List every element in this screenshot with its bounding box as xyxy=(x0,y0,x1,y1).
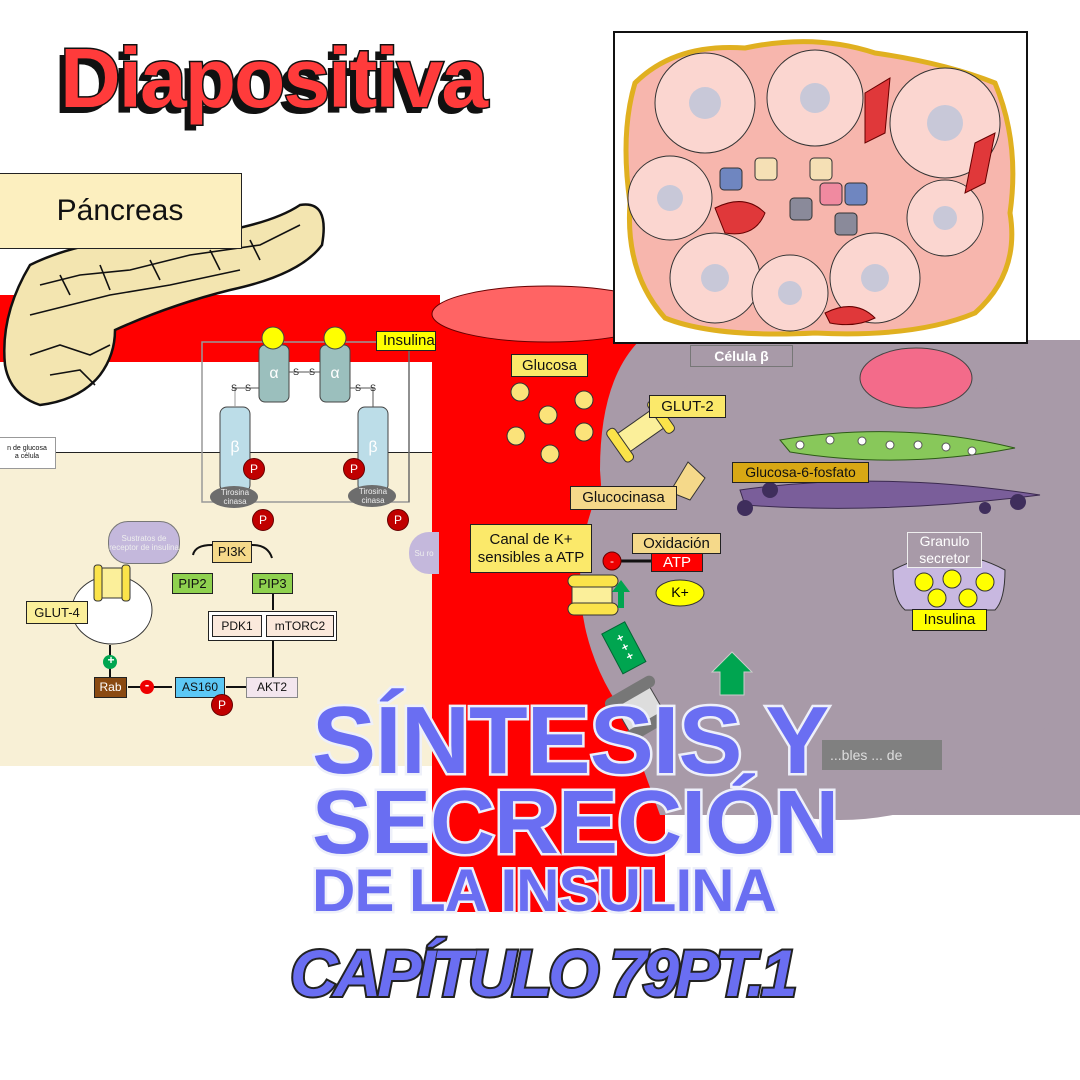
tyrosine-kinase-right: Tirosina cinasa xyxy=(358,487,388,505)
pip2-node: PIP2 xyxy=(172,573,213,594)
arrow-up-icon xyxy=(710,651,754,696)
svg-text:β: β xyxy=(368,439,377,456)
title-line-1: SÍNTESIS Y xyxy=(309,687,831,794)
svg-text:S: S xyxy=(370,383,376,393)
insulin-label: Insulina xyxy=(376,331,436,351)
phospho-badge: P xyxy=(252,509,274,531)
substrates-bubble-cut: Su ro xyxy=(409,532,439,574)
nucleus xyxy=(859,347,973,409)
svg-text:S: S xyxy=(309,367,315,377)
title-line-2: SECRECIÓN xyxy=(309,773,841,873)
insulin-receptor xyxy=(210,326,396,508)
rab-node: Rab xyxy=(94,677,127,698)
pip3-node: PIP3 xyxy=(252,573,293,594)
phospho-badge: P xyxy=(211,694,233,716)
mtorc2-node: mTORC2 xyxy=(266,615,334,637)
beta-cell-label: Célula β xyxy=(690,345,793,367)
title-line-3: DE LA INSULINA xyxy=(310,857,780,924)
svg-text:β: β xyxy=(230,439,239,456)
potassium-label: K+ xyxy=(671,584,689,600)
phospho-badge: P xyxy=(243,458,265,480)
svg-text:S: S xyxy=(231,383,237,393)
pancreas-label: Páncreas xyxy=(0,173,242,249)
glucokinase-label: Glucocinasa xyxy=(570,486,677,510)
calcium-channel xyxy=(604,675,675,743)
glucose-molecules xyxy=(506,382,594,464)
katp-channel xyxy=(567,574,619,616)
hidden-label: ...bles ... de xyxy=(830,747,903,763)
oxidation-label: Oxidación xyxy=(632,533,721,554)
arrow-up-icon xyxy=(612,580,630,608)
glut2-label: GLUT-2 xyxy=(649,395,726,418)
svg-text:α: α xyxy=(330,365,339,382)
atp-label: ATP xyxy=(651,553,703,572)
minus-icon: - xyxy=(144,677,150,692)
substrates-bubble: Sustratos de receptor de insulina xyxy=(108,521,180,564)
svg-text:-: - xyxy=(610,554,614,568)
histology-image xyxy=(613,31,1028,344)
glucose-label: Glucosa xyxy=(511,354,588,377)
pi3k-node: PI3K xyxy=(212,541,252,563)
pdk1-node: PDK1 xyxy=(212,615,262,637)
granule-label: Granulo secretor xyxy=(907,532,982,568)
glut4-label: GLUT-4 xyxy=(26,601,88,624)
slide-header-title: Diapositiva xyxy=(58,30,489,127)
endoplasmic-reticulum xyxy=(779,431,1016,461)
granule-insulin-label: Insulina xyxy=(912,609,987,631)
katp-label: Canal de K+ sensibles a ATP xyxy=(470,524,592,573)
chapter-label: CAPÍTULO 79PT.1 xyxy=(288,936,800,1010)
svg-text:S: S xyxy=(355,383,361,393)
svg-text:α: α xyxy=(269,365,278,382)
side-note: n de glucosa a célula xyxy=(0,437,56,469)
tyrosine-kinase-left: Tirosina cinasa xyxy=(220,488,250,506)
plus-icon: + xyxy=(107,653,115,667)
phospho-badge: P xyxy=(387,509,409,531)
akt2-node: AKT2 xyxy=(246,677,298,698)
phospho-badge: P xyxy=(343,458,365,480)
svg-text:S: S xyxy=(245,383,251,393)
hidden-box xyxy=(822,740,942,770)
svg-text:S: S xyxy=(293,367,299,377)
as160-node: AS160 xyxy=(175,677,225,698)
g6p-label: Glucosa-6-fosfato xyxy=(732,462,869,483)
